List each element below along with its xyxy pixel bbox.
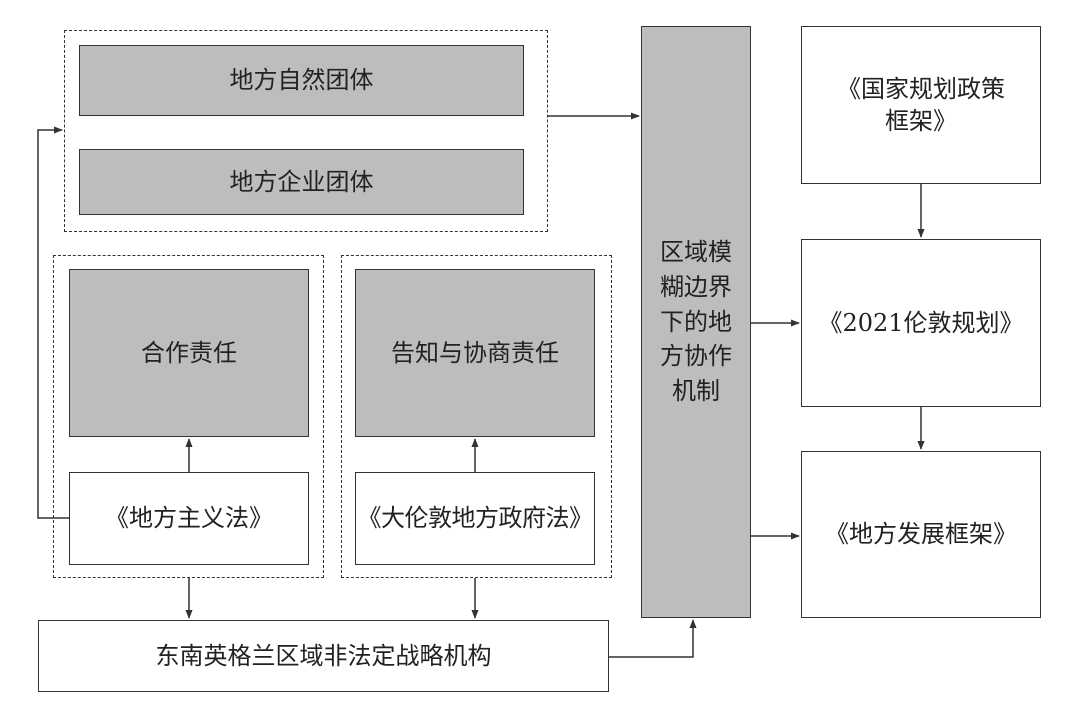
national-framework-box: 《国家规划政策 框架》 xyxy=(801,26,1041,184)
arrow-se-body-to-mechanism xyxy=(609,619,697,658)
regional-mechanism-box: 区域模 糊边界 下的地 方协作 机制 xyxy=(641,26,751,618)
inform-consult-duty-box: 告知与协商责任 xyxy=(355,269,595,437)
localism-act-box: 《地方主义法》 xyxy=(69,472,309,565)
greater-london-act-label: 《大伦敦地方政府法》 xyxy=(357,504,594,533)
mechanism-line: 机制 xyxy=(672,377,720,406)
local-dev-framework-label: 《地方发展框架》 xyxy=(825,520,1017,549)
localism-act-label: 《地方主义法》 xyxy=(105,504,273,533)
london-plan-label: 《2021伦敦规划》 xyxy=(818,308,1024,337)
local-enterprise-community-box: 地方企业团体 xyxy=(79,149,524,215)
community-group-frame xyxy=(64,30,548,232)
inform-consult-duty-label: 告知与协商责任 xyxy=(391,338,559,367)
local-dev-framework-box: 《地方发展框架》 xyxy=(801,451,1041,618)
southeast-england-body-label: 东南英格兰区域非法定战略机构 xyxy=(155,641,492,670)
local-enterprise-community-label: 地方企业团体 xyxy=(229,167,374,196)
cooperation-duty-label: 合作责任 xyxy=(141,338,237,367)
southeast-england-body-box: 东南英格兰区域非法定战略机构 xyxy=(38,620,609,692)
local-natural-community-box: 地方自然团体 xyxy=(79,45,524,116)
arrow-localism-to-communities xyxy=(37,126,69,519)
local-natural-community-label: 地方自然团体 xyxy=(229,66,374,95)
mechanism-line: 糊边界 xyxy=(660,272,732,301)
consultation-group-frame xyxy=(341,255,612,578)
mechanism-line: 下的地 xyxy=(660,307,732,336)
cooperation-duty-box: 合作责任 xyxy=(69,269,309,437)
mechanism-line: 区域模 xyxy=(660,238,732,266)
london-plan-box: 《2021伦敦规划》 xyxy=(801,239,1041,407)
cooperation-group-frame xyxy=(53,255,324,578)
national-framework-line: 《国家规划政策 xyxy=(837,74,1005,103)
mechanism-line: 方协作 xyxy=(660,342,732,371)
national-framework-line: 框架》 xyxy=(885,107,957,135)
greater-london-act-box: 《大伦敦地方政府法》 xyxy=(355,472,595,565)
